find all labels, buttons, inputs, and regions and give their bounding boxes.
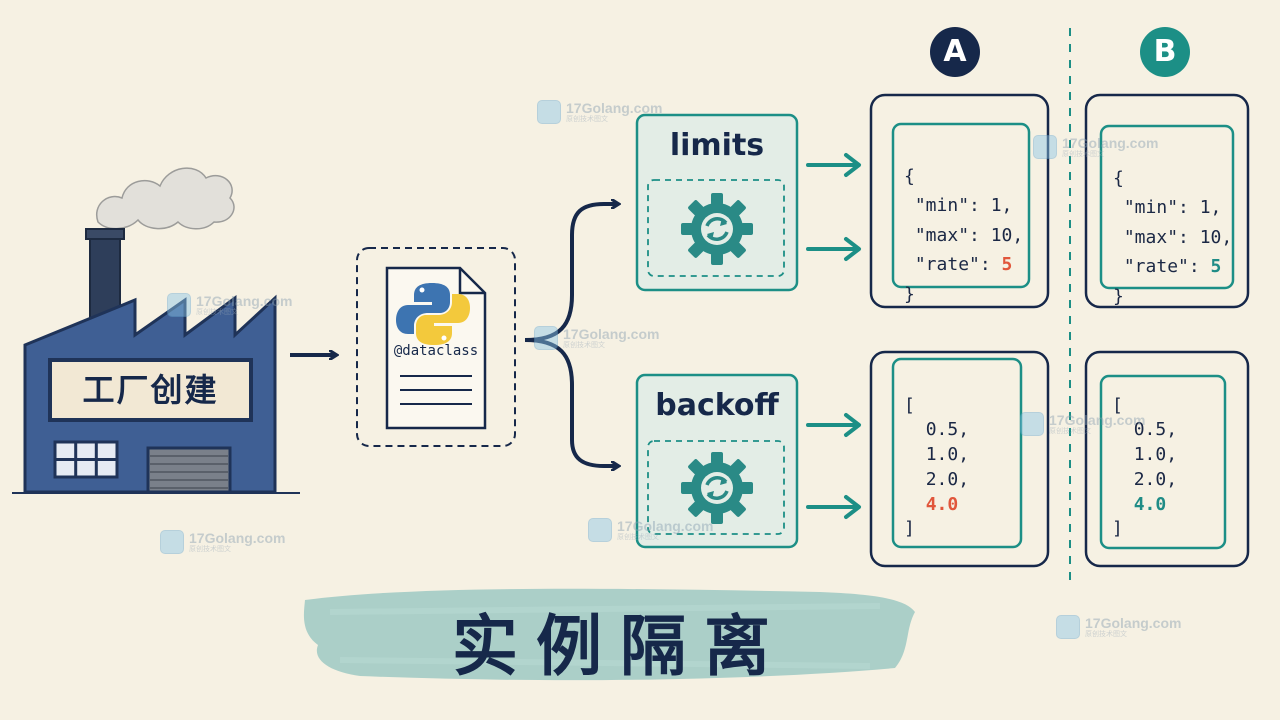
- json-open: {: [904, 165, 915, 187]
- json-min-line: "min": 1,: [1123, 197, 1222, 218]
- instance-b-backoff-list: [ 0.5, 1.0, 2.0, 4.0 ]: [1112, 369, 1177, 542]
- list-last-item-a: 4.0: [925, 493, 959, 515]
- field-name-limits: limits: [669, 128, 765, 163]
- list-open: [: [1112, 394, 1123, 416]
- page-title: 实例隔离: [452, 608, 788, 685]
- python-logo: [396, 283, 470, 345]
- field-name-backoff: backoff: [655, 388, 779, 423]
- watermark-logo-icon: [1033, 135, 1057, 159]
- watermark-logo-icon: [1056, 615, 1080, 639]
- list-item: 0.5,: [925, 419, 970, 441]
- watermark-logo-icon: [588, 518, 612, 542]
- list-close: ]: [1112, 518, 1123, 540]
- factory-illustration: [12, 167, 300, 494]
- list-open: [: [904, 394, 915, 416]
- json-rate-value-b: 5: [1210, 256, 1222, 277]
- list-item: 2.0,: [1133, 468, 1178, 490]
- factory-door: [146, 446, 232, 494]
- json-max-line: "max": 10,: [1123, 226, 1233, 248]
- smoke-cloud: [95, 167, 235, 230]
- instance-badge-a: A: [943, 34, 967, 69]
- watermark-logo-icon: [1020, 412, 1044, 436]
- instance-b-limits-json: { "min": 1, "max": 10, "rate": 5 }: [1113, 134, 1232, 311]
- dataclass-label: @dataclass: [393, 343, 479, 359]
- arrow-branch-to-backoff: [524, 338, 618, 466]
- watermark-logo-icon: [537, 100, 561, 124]
- arrow-limits-to-a: [806, 153, 861, 177]
- watermark-logo-icon: [167, 293, 191, 317]
- factory-label: 工厂创建: [82, 371, 219, 409]
- arrow-backoff-to-a-2: [806, 495, 861, 519]
- watermark-logo-icon: [534, 326, 558, 350]
- dataclass-container: [356, 247, 516, 447]
- json-rate-key: "rate":: [914, 254, 1002, 275]
- instance-b-limits-box: [1084, 93, 1250, 309]
- json-rate-key: "rate":: [1123, 256, 1211, 277]
- list-item: 1.0,: [925, 444, 970, 466]
- json-close: }: [1113, 285, 1124, 307]
- instance-a-backoff-box: [869, 350, 1050, 568]
- instance-b-backoff-box: [1084, 350, 1250, 568]
- list-item: 0.5,: [1133, 419, 1178, 441]
- arrow-backoff-to-a: [806, 413, 861, 437]
- json-close: }: [904, 283, 915, 305]
- gear-refresh-icon: [681, 452, 753, 524]
- json-rate-value-a: 5: [1001, 254, 1013, 275]
- list-item: 2.0,: [925, 468, 970, 490]
- json-min-line: "min": 1,: [914, 195, 1013, 216]
- instance-badge-b: B: [1153, 34, 1177, 69]
- arrow-limits-to-a-2: [806, 237, 861, 261]
- list-last-item-b: 4.0: [1133, 493, 1167, 515]
- instance-a-limits-box: [869, 93, 1050, 309]
- watermark-logo-icon: [160, 530, 184, 554]
- list-item: 1.0,: [1133, 444, 1178, 466]
- badge-b-circle: [1140, 27, 1190, 77]
- json-max-line: "max": 10,: [914, 224, 1024, 246]
- list-close: ]: [904, 518, 915, 540]
- arrow-branch-to-limits: [524, 204, 618, 342]
- instance-a-backoff-list: [ 0.5, 1.0, 2.0, 4.0 ]: [904, 369, 969, 542]
- gear-refresh-icon: [681, 193, 753, 265]
- badge-a-circle: [930, 27, 980, 77]
- instance-a-limits-json: { "min": 1, "max": 10, "rate": 5 }: [904, 132, 1023, 309]
- json-open: {: [1113, 167, 1124, 189]
